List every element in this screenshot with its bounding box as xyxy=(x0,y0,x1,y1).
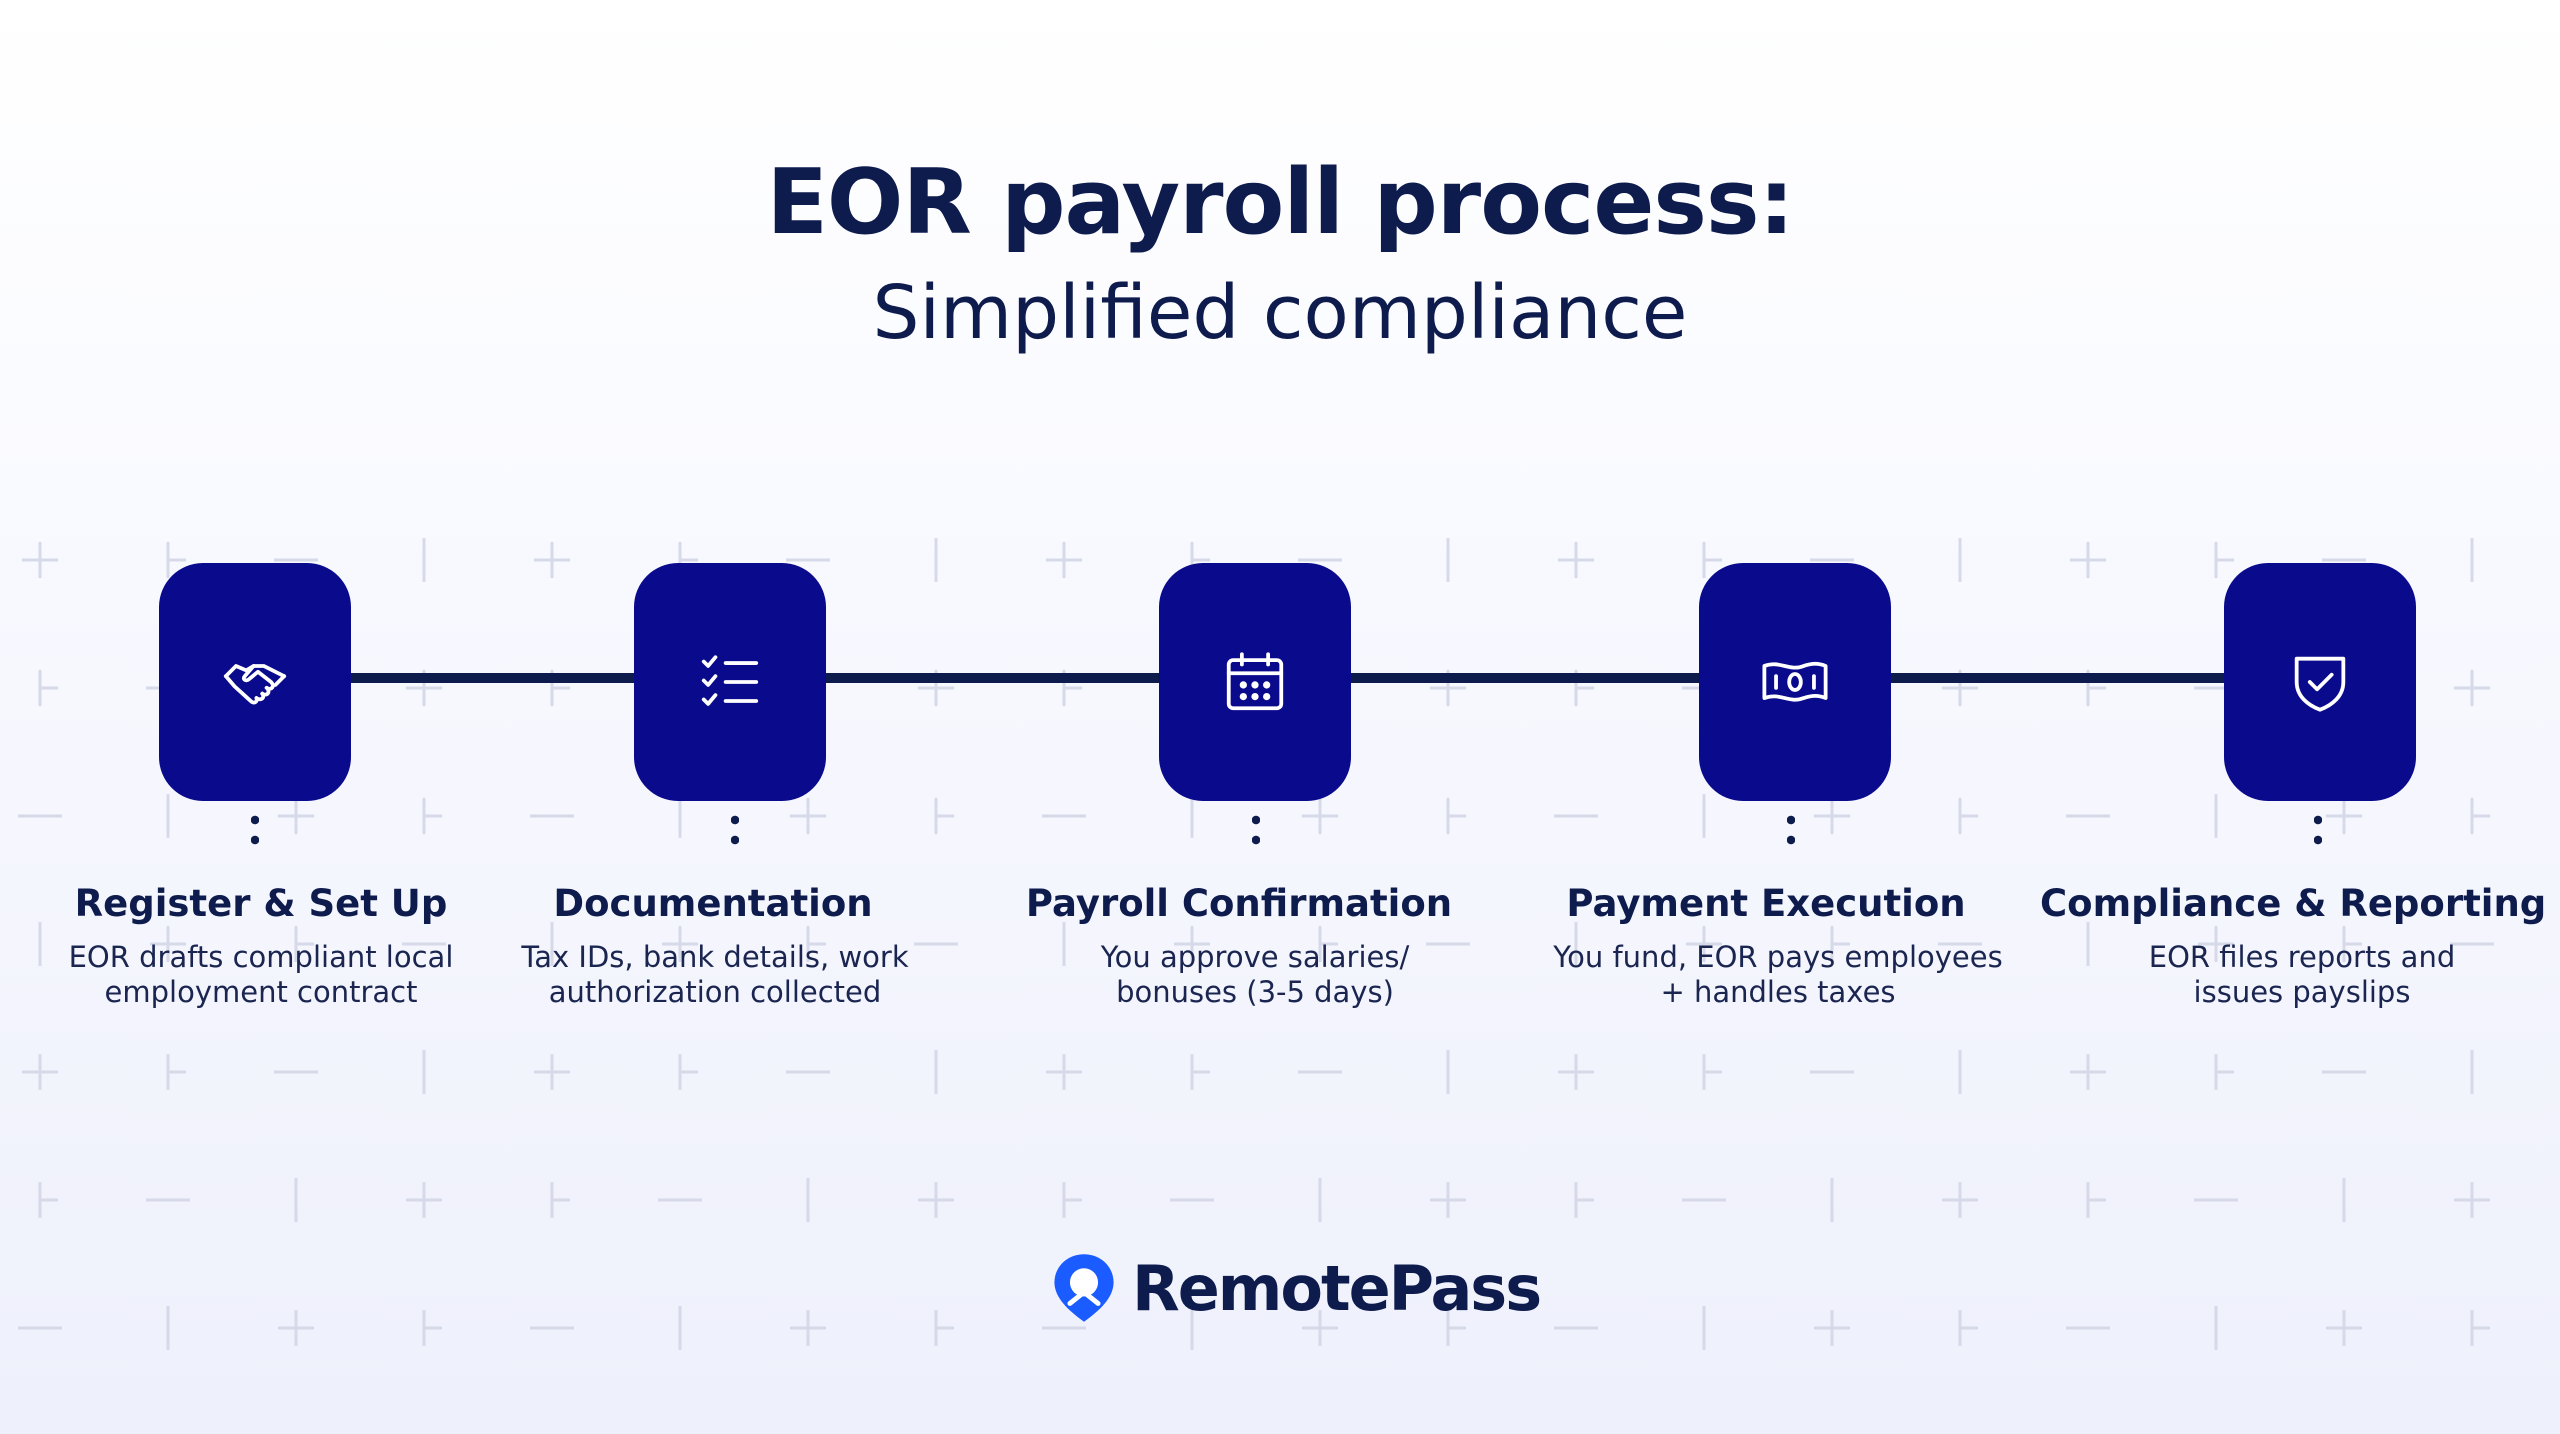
step-description-line: bonuses (3-5 days) xyxy=(1116,975,1394,1009)
handshake-icon xyxy=(223,664,287,705)
step-dots xyxy=(251,810,259,850)
step-box-payment-execution xyxy=(1699,563,1891,801)
page-subtitle: Simplified compliance xyxy=(872,270,1688,356)
step-description-line: employment contract xyxy=(104,975,418,1009)
step-description-line: You fund, EOR pays employees xyxy=(1553,940,2003,974)
banknote-icon xyxy=(1762,661,1828,702)
step-box-register xyxy=(159,563,351,801)
step-description-line: EOR files reports and xyxy=(2148,940,2456,974)
location-pin-icon xyxy=(1054,1254,1114,1322)
connector-line xyxy=(1890,673,2224,683)
step-description: EOR files reports and issues payslips xyxy=(2072,940,2532,1010)
step-description-line: + handles taxes xyxy=(1660,975,1896,1009)
calendar-icon xyxy=(1226,652,1284,711)
connector-line xyxy=(350,673,640,683)
checklist-icon xyxy=(701,655,759,706)
step-box-compliance-reporting xyxy=(2224,563,2416,801)
step-box-payroll-confirmation xyxy=(1159,563,1351,801)
step-title: Documentation xyxy=(553,882,873,925)
step-description-line: Tax IDs, bank details, work xyxy=(521,940,909,974)
step-dots xyxy=(731,810,739,850)
step-box-documentation xyxy=(634,563,826,801)
step-description: EOR drafts compliant local employment co… xyxy=(31,940,491,1010)
step-description-line: authorization collected xyxy=(548,975,882,1009)
shield-check-icon xyxy=(2294,656,2346,712)
connector-line xyxy=(826,673,1160,683)
step-dots xyxy=(1252,810,1260,850)
step-dots xyxy=(2314,810,2322,850)
step-title: Compliance & Reporting xyxy=(2040,882,2547,925)
brand-logo: RemotePass xyxy=(1050,1250,1542,1326)
step-title: Payroll Confirmation xyxy=(1025,882,1453,925)
background-grid xyxy=(18,538,2494,1350)
step-description: You fund, EOR pays employees + handles t… xyxy=(1548,940,2008,1010)
step-description-line: EOR drafts compliant local xyxy=(68,940,454,974)
step-description: Tax IDs, bank details, work authorizatio… xyxy=(485,940,945,1010)
step-description: You approve salaries/ bonuses (3-5 days) xyxy=(1025,940,1485,1010)
brand-name: RemotePass xyxy=(1132,1251,1542,1325)
step-title: Register & Set Up xyxy=(74,882,448,925)
step-dots xyxy=(1787,810,1795,850)
step-description-line: issues payslips xyxy=(2193,975,2411,1009)
step-description-line: You approve salaries/ xyxy=(1100,940,1410,974)
page-title: EOR payroll process: xyxy=(766,150,1794,255)
connector-line xyxy=(1350,673,1700,683)
step-title: Payment Execution xyxy=(1566,882,1966,925)
